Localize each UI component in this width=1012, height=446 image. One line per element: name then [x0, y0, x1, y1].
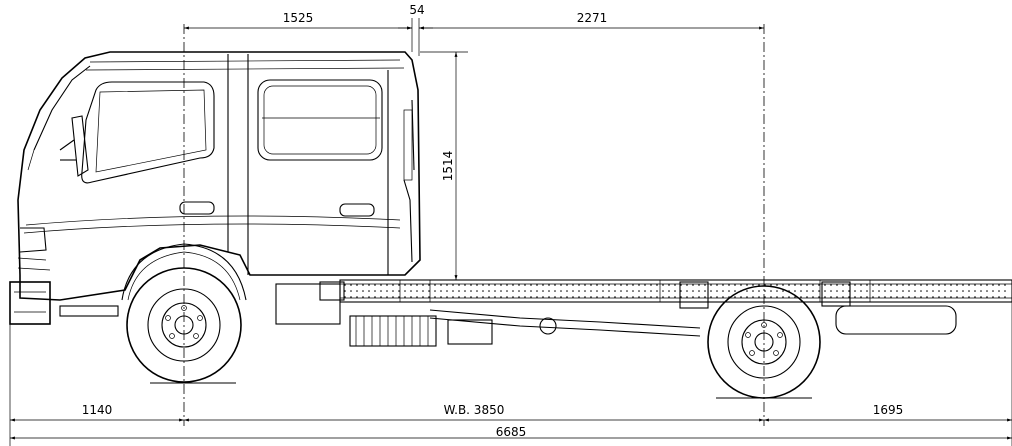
front-bumper: [9, 281, 51, 325]
dim-cab-gap: 54: [409, 3, 424, 17]
dim-cab-to-axle: 1525: [283, 11, 314, 25]
cab-body: [17, 51, 421, 317]
drivetrain: [275, 281, 957, 347]
rear-wheel: [707, 285, 821, 399]
dim-cab-height: 1514: [441, 151, 455, 182]
extension-lines: [9, 18, 1012, 446]
front-wheel: [126, 267, 242, 384]
dim-front-overhang: 1140: [82, 403, 113, 417]
dim-rear-overhang: 1695: [873, 403, 904, 417]
dim-overall-length: 6685: [496, 425, 527, 439]
dim-wheelbase: W.B. 3850: [444, 403, 505, 417]
axle-centerlines: [183, 24, 765, 426]
dim-cab-back-to-rear-axle: 2271: [577, 11, 608, 25]
chassis-frame-rail: [339, 279, 1012, 303]
dimension-labels: 1525 54 2271 1514 1140 W.B. 3850 1695 66…: [82, 3, 904, 439]
dimension-lines: [10, 26, 1012, 440]
